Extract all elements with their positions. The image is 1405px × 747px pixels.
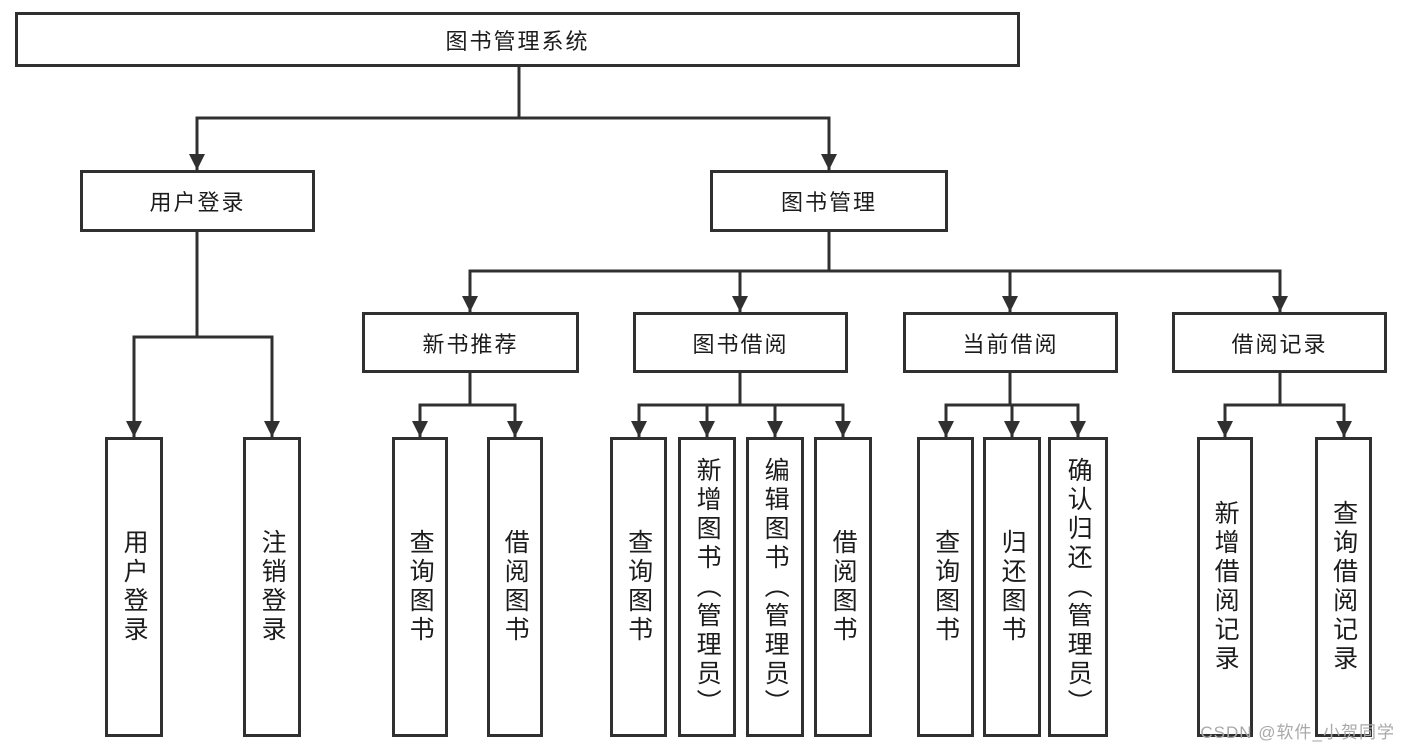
node-new-book-recommend: 新书推荐 <box>362 312 579 373</box>
leaf-user-login: 用户登录 <box>105 437 163 737</box>
leaf-logout-label: 注销登录 <box>258 529 287 645</box>
leaf-return-book-label: 归还图书 <box>998 529 1027 645</box>
leaf-query-book-3: 查询图书 <box>917 437 974 737</box>
leaf-query-book-2: 查询图书 <box>610 437 667 737</box>
leaf-add-borrow-record-label: 新增借阅记录 <box>1211 500 1240 674</box>
node-book-borrow-label: 图书借阅 <box>692 331 789 357</box>
node-book-management-label: 图书管理 <box>780 190 877 215</box>
node-user-login: 用户登录 <box>80 170 315 232</box>
csdn-watermark: CSDN @软件_小贺同学 <box>1200 723 1395 742</box>
node-borrow-records: 借阅记录 <box>1172 312 1387 373</box>
leaf-query-book-2-label: 查询图书 <box>624 529 653 645</box>
leaf-query-book-1-label: 查询图书 <box>406 529 435 645</box>
leaf-borrow-book-1-label: 借阅图书 <box>501 529 530 645</box>
leaf-edit-book-label: 编辑图书（管理员） <box>761 456 790 718</box>
node-book-management: 图书管理 <box>710 170 948 232</box>
leaf-query-book-1: 查询图书 <box>392 437 448 737</box>
node-root: 图书管理系统 <box>15 12 1020 67</box>
node-book-borrow: 图书借阅 <box>633 312 848 373</box>
leaf-logout: 注销登录 <box>243 437 301 737</box>
leaf-borrow-book-2-label: 借阅图书 <box>829 529 858 645</box>
leaf-edit-book: 编辑图书（管理员） <box>746 437 804 737</box>
node-new-book-recommend-label: 新书推荐 <box>422 331 519 357</box>
node-root-label: 图书管理系统 <box>445 28 590 54</box>
node-current-borrow: 当前借阅 <box>903 312 1118 373</box>
leaf-query-book-3-label: 查询图书 <box>931 529 960 645</box>
leaf-query-borrow-record-label: 查询借阅记录 <box>1329 500 1358 674</box>
leaf-confirm-return-label: 确认归还（管理员） <box>1064 456 1093 718</box>
leaf-borrow-book-1: 借阅图书 <box>487 437 543 737</box>
leaf-query-borrow-record: 查询借阅记录 <box>1315 437 1372 737</box>
leaf-add-borrow-record: 新增借阅记录 <box>1197 437 1253 737</box>
leaf-borrow-book-2: 借阅图书 <box>814 437 872 737</box>
node-current-borrow-label: 当前借阅 <box>962 331 1059 357</box>
leaf-confirm-return: 确认归还（管理员） <box>1048 437 1108 737</box>
node-borrow-records-label: 借阅记录 <box>1231 331 1328 357</box>
leaf-user-login-label: 用户登录 <box>120 529 149 645</box>
leaf-add-book: 新增图书（管理员） <box>678 437 736 737</box>
leaf-add-book-label: 新增图书（管理员） <box>693 456 722 718</box>
leaf-return-book: 归还图书 <box>983 437 1041 737</box>
node-user-login-label: 用户登录 <box>149 190 246 215</box>
